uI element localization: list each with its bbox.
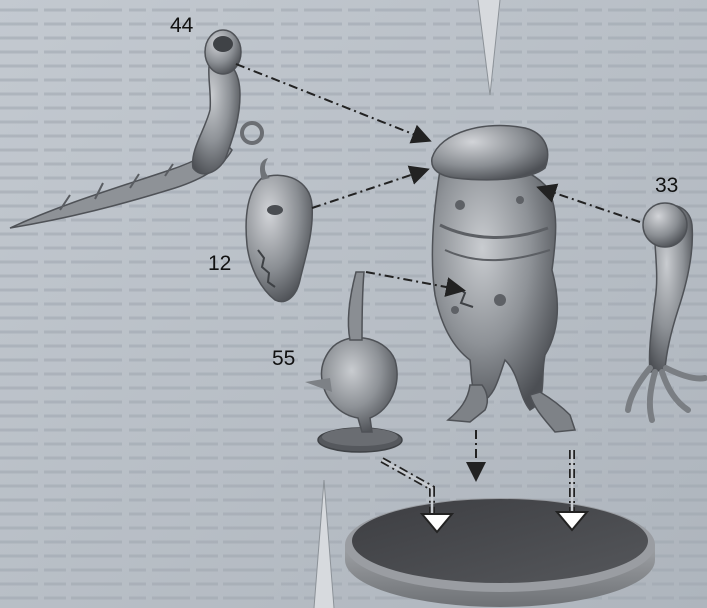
label-part-12: 12 — [208, 252, 231, 275]
label-part-33: 33 — [655, 174, 678, 197]
label-part-55: 55 — [272, 347, 295, 370]
label-part-44: 44 — [170, 14, 194, 37]
round-base — [345, 498, 655, 607]
